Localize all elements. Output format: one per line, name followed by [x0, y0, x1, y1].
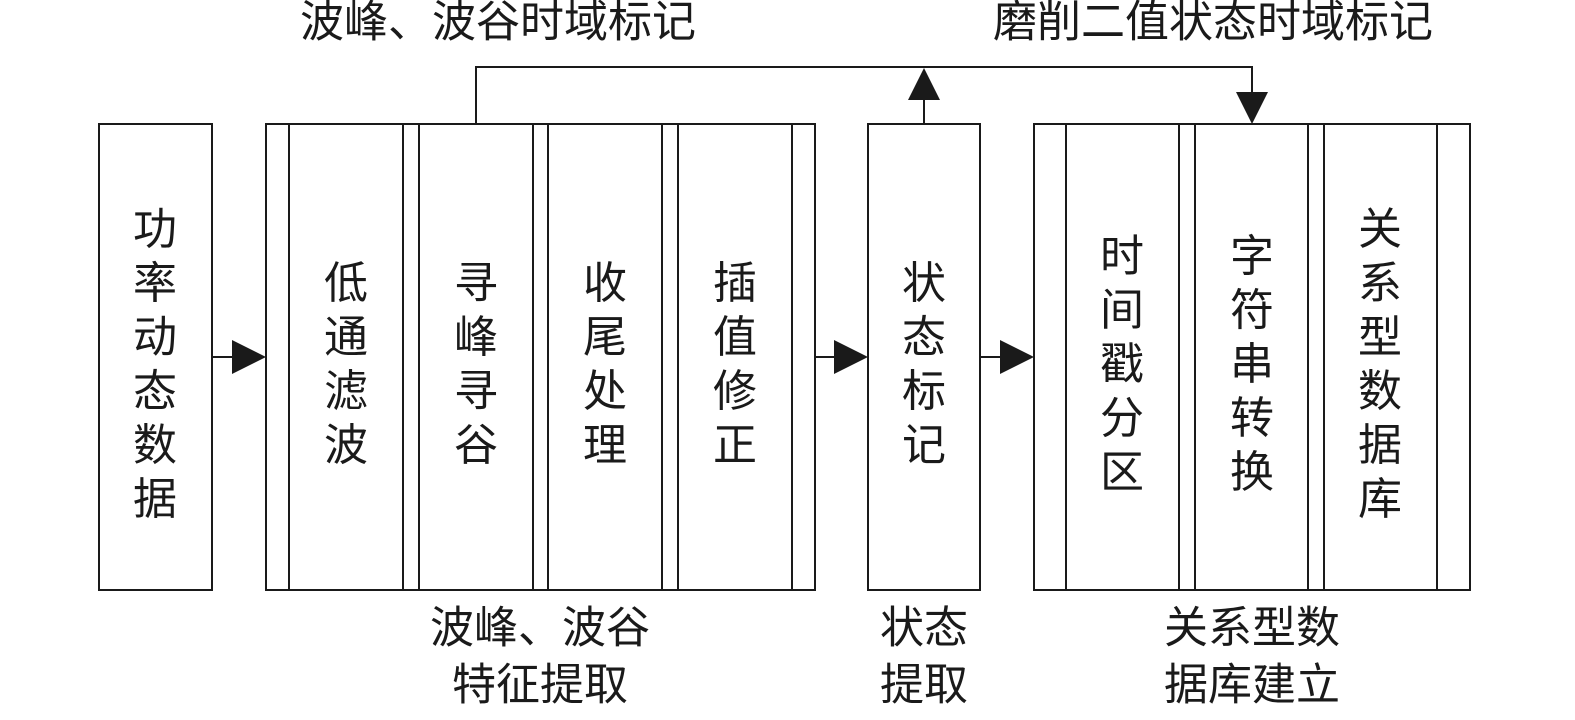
peak-valley-time-marking-label: 波峰、波谷时域标记 [300, 0, 696, 48]
arrow-feature-to-state [815, 340, 868, 374]
state-up-arrowhead [908, 68, 940, 100]
step-box-tail-processing [547, 123, 663, 591]
feedback-line [475, 66, 1253, 124]
input-block: 功率动态数据 [98, 123, 213, 591]
arrow-head [1000, 340, 1034, 374]
step-label-state-marking: 状态标记 [902, 258, 946, 471]
arrow-input-to-feature-extraction [212, 340, 266, 374]
feature-extraction-caption-line1: 波峰、波谷 [430, 603, 650, 654]
step-label-timestamp-partition: 时间戳分区 [1100, 231, 1144, 498]
step-box-interpolation-correction [677, 123, 793, 591]
step-label-interpolation-correction: 插值修正 [713, 258, 757, 471]
state-extraction-caption-line1: 状态 [880, 603, 968, 654]
input-label: 功率动态数据 [133, 204, 177, 525]
database-build-caption-line2: 据库建立 [1164, 660, 1340, 711]
step-box-lowpass-filter [288, 123, 404, 591]
state-extraction-group: 状态标记 状态 提取 [867, 123, 981, 711]
input-box [98, 123, 213, 591]
arrow-head [834, 340, 868, 374]
feedback-down-arrowhead [1236, 92, 1268, 124]
step-label-lowpass-filter: 低通滤波 [324, 258, 368, 471]
grinding-binary-state-time-marking-label: 磨削二值状态时域标记 [993, 0, 1433, 48]
feature-extraction-caption-line2: 特征提取 [452, 660, 628, 711]
step-box-timestamp-partition [1065, 123, 1180, 591]
database-build-group: 时间戳分区 字符串转换 关系型数据库 关系型数 据库建立 [1033, 123, 1471, 711]
step-box-state-marking [867, 123, 981, 591]
state-extraction-caption-line2: 提取 [880, 660, 968, 711]
step-box-peak-valley-search [418, 123, 534, 591]
arrow-head [232, 340, 266, 374]
step-label-relational-database: 关系型数据库 [1358, 204, 1402, 525]
database-build-caption-line1: 关系型数 [1164, 603, 1340, 654]
feedback-connector [475, 66, 1268, 124]
step-label-tail-processing: 收尾处理 [583, 258, 627, 471]
feature-extraction-group: 低通滤波 寻峰寻谷 收尾处理 插值修正 波峰、波谷 特征提取 [265, 123, 816, 711]
step-label-string-conversion: 字符串转换 [1230, 231, 1274, 498]
step-box-relational-database [1323, 123, 1438, 591]
step-label-peak-valley-search: 寻峰寻谷 [454, 258, 498, 471]
step-box-string-conversion [1194, 123, 1309, 591]
arrow-state-to-database [980, 340, 1034, 374]
